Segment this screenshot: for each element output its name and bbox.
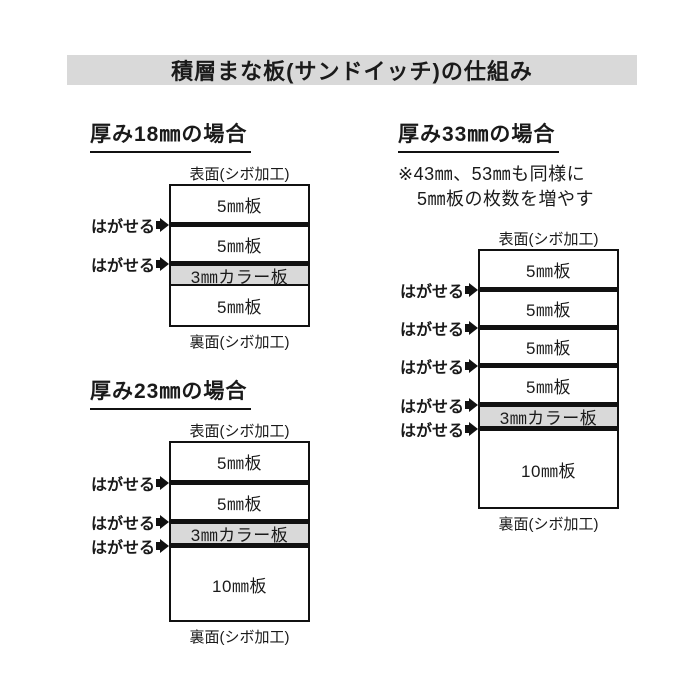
glued-separator xyxy=(171,284,308,286)
right-arrow-icon xyxy=(465,359,478,373)
layer-3mm-color: 3㎜カラー板 xyxy=(480,407,617,428)
back-label: 裏面(シボ加工) xyxy=(498,516,599,533)
note-line-1: ※43㎜、53㎜も同様に xyxy=(398,164,586,184)
peel-label: はがせる xyxy=(89,473,169,494)
layer-10mm: 10㎜板 xyxy=(521,461,576,481)
peel-separator xyxy=(480,402,617,407)
right-arrow-icon xyxy=(156,539,169,553)
layer-5mm: 5㎜板 xyxy=(217,494,262,514)
title-bar: 積層まな板(サンドイッチ)の仕組み xyxy=(67,55,637,85)
right-arrow-icon xyxy=(156,257,169,271)
right-arrow-icon xyxy=(465,398,478,412)
page-title: 積層まな板(サンドイッチ)の仕組み xyxy=(171,59,533,84)
layer-3mm-color: 3㎜カラー板 xyxy=(171,266,308,287)
peel-label: はがせる xyxy=(398,280,478,301)
peel-separator xyxy=(171,261,308,266)
surface-label: 表面(シボ加工) xyxy=(189,166,290,183)
peel-separator xyxy=(480,426,617,431)
back-label: 裏面(シボ加工) xyxy=(189,334,290,351)
layer-5mm: 5㎜板 xyxy=(217,298,262,317)
peel-separator xyxy=(171,519,308,524)
note-text: ※43㎜、53㎜も同様に 5㎜板の枚数を増やす xyxy=(398,162,594,212)
peel-label: はがせる xyxy=(398,395,478,416)
peel-separator xyxy=(171,480,308,485)
peel-label: はがせる xyxy=(89,536,169,557)
layer-5mm: 5㎜板 xyxy=(526,301,571,320)
layer-5mm: 5㎜板 xyxy=(526,339,571,358)
peel-label: はがせる xyxy=(89,254,169,275)
peel-separator xyxy=(171,222,308,227)
section-heading-18mm: 厚み18㎜の場合 xyxy=(90,118,252,153)
peel-label: はがせる xyxy=(89,512,169,533)
peel-separator xyxy=(480,325,617,330)
layer-5mm: 5㎜板 xyxy=(217,236,262,256)
layer-5mm: 5㎜板 xyxy=(526,261,571,281)
layer-5mm: 5㎜板 xyxy=(526,377,571,397)
peel-label: はがせる xyxy=(398,318,478,339)
right-arrow-icon xyxy=(465,321,478,335)
note-line-2: 5㎜板の枚数を増やす xyxy=(417,189,595,209)
right-arrow-icon xyxy=(156,515,169,529)
right-arrow-icon xyxy=(156,476,169,490)
layer-5mm: 5㎜板 xyxy=(217,196,262,216)
surface-label: 表面(シボ加工) xyxy=(189,423,290,440)
layer-5mm: 5㎜板 xyxy=(217,454,262,473)
peel-label: はがせる xyxy=(89,215,169,236)
back-label: 裏面(シボ加工) xyxy=(189,629,290,646)
layer-10mm: 10㎜板 xyxy=(212,576,267,596)
right-arrow-icon xyxy=(465,422,478,436)
peel-separator xyxy=(480,287,617,292)
peel-separator xyxy=(171,543,308,548)
board-stack-23mm: 5㎜板 5㎜板 3㎜カラー板 10㎜板 xyxy=(169,441,310,622)
section-heading-33mm: 厚み33㎜の場合 xyxy=(398,118,560,153)
peel-label: はがせる xyxy=(398,419,478,440)
right-arrow-icon xyxy=(465,283,478,297)
right-arrow-icon xyxy=(156,218,169,232)
layer-3mm-color: 3㎜カラー板 xyxy=(171,524,308,545)
peel-label: はがせる xyxy=(398,356,478,377)
peel-separator xyxy=(480,363,617,368)
section-heading-23mm: 厚み23㎜の場合 xyxy=(90,375,252,410)
board-stack-18mm: 5㎜板 5㎜板 3㎜カラー板 5㎜板 xyxy=(169,184,310,327)
surface-label: 表面(シボ加工) xyxy=(498,231,599,248)
board-stack-33mm: 5㎜板 5㎜板 5㎜板 5㎜板 3㎜カラー板 10㎜板 xyxy=(478,249,619,509)
